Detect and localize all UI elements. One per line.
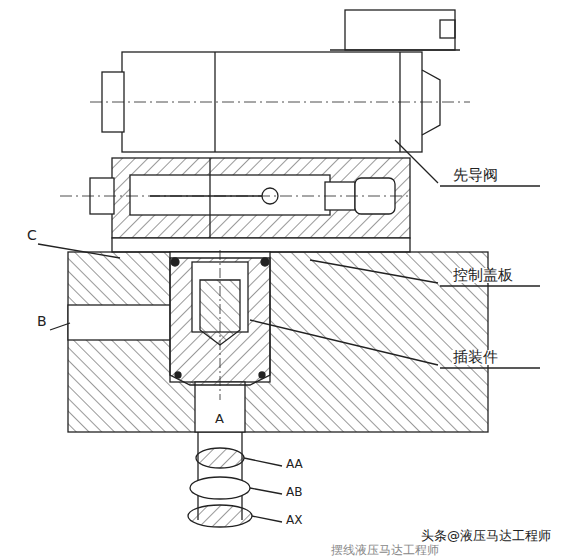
port-label: B <box>36 314 48 328</box>
part-label: 插装件 <box>452 350 499 365</box>
part-label: 控制盖板 <box>452 268 514 283</box>
watermark: 头条@液压马达工程师 <box>420 529 552 542</box>
area-label: AA <box>285 458 304 470</box>
area-label: AX <box>285 514 303 526</box>
port-label: A <box>214 412 225 425</box>
port-label: C <box>26 228 38 242</box>
watermark: 摆线液压马达工程师 <box>330 544 440 556</box>
area-label: AB <box>285 486 303 498</box>
part-label: 先导阀 <box>452 168 499 183</box>
